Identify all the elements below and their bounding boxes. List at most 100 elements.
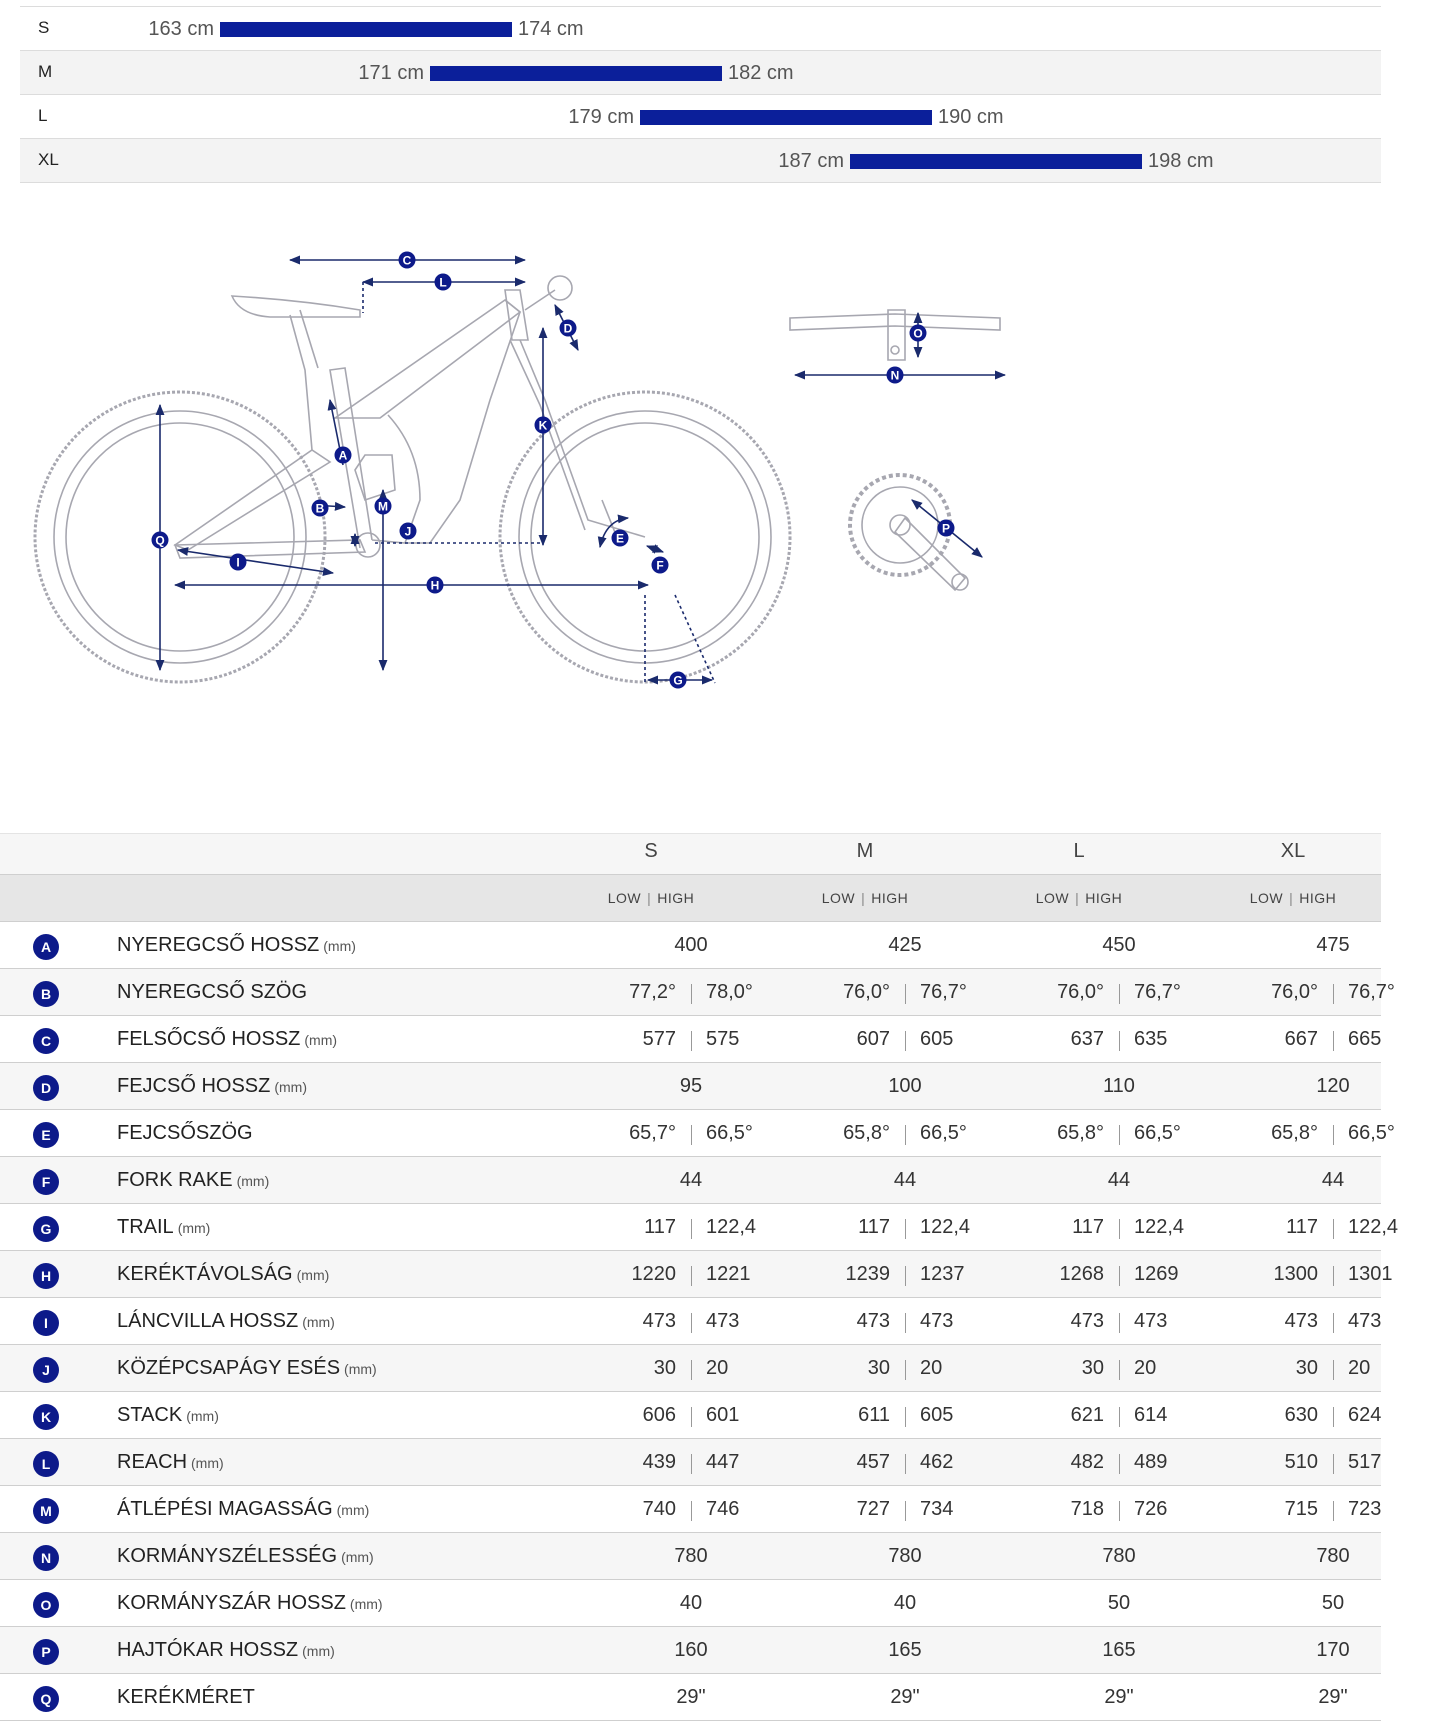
value-high: 665 xyxy=(1348,1028,1382,1050)
size-column-header: L xyxy=(1073,840,1085,862)
value-high: 66,5° xyxy=(1134,1122,1181,1144)
height-range-bar xyxy=(640,110,932,125)
low-high-header: LOW|HIGH xyxy=(551,890,751,906)
value: 120 xyxy=(1316,1075,1350,1097)
geometry-name: NYEREGCSŐ HOSSZ(mm) xyxy=(117,934,356,957)
geometry-name-text: HAJTÓKAR HOSSZ xyxy=(117,1639,299,1661)
size-label: L xyxy=(38,106,48,125)
value-high: 20 xyxy=(920,1357,943,1379)
geometry-cell-s: 77,2°78,0° xyxy=(591,981,791,1005)
handlebar-illustration xyxy=(789,309,1001,361)
value-high: 473 xyxy=(1134,1310,1168,1332)
value-low: 607 xyxy=(856,1028,890,1050)
value-low: 621 xyxy=(1070,1404,1104,1426)
range-max: 182 cm xyxy=(728,62,794,84)
value: 780 xyxy=(1102,1545,1136,1567)
value-high: 734 xyxy=(920,1498,954,1520)
diagram-badge-a: A xyxy=(334,446,352,464)
geometry-unit: (mm) xyxy=(274,1079,308,1095)
value: 425 xyxy=(888,934,922,956)
geometry-name: FEJCSŐSZÖG xyxy=(117,1122,253,1145)
row-badge-k: K xyxy=(33,1404,59,1430)
geometry-cell-m: 425 xyxy=(805,934,1005,958)
diagram-badge-h: H xyxy=(426,576,444,594)
value: 44 xyxy=(1321,1169,1345,1191)
value-divider xyxy=(1333,1219,1334,1239)
geometry-cell-m: 44 xyxy=(805,1169,1005,1193)
geometry-cell-s: 400 xyxy=(591,934,791,958)
low-label: LOW xyxy=(821,890,856,906)
low-label: LOW xyxy=(1035,890,1070,906)
value-high: 473 xyxy=(706,1310,740,1332)
value: 29" xyxy=(1104,1686,1134,1708)
svg-text:E: E xyxy=(616,532,624,546)
geometry-cell-xl: 780 xyxy=(1233,1545,1433,1569)
value-divider xyxy=(1333,1266,1334,1286)
value-divider xyxy=(905,1031,906,1051)
value-high: 122,4 xyxy=(706,1216,757,1238)
geometry-name: HAJTÓKAR HOSSZ(mm) xyxy=(117,1639,335,1662)
value: 100 xyxy=(888,1075,922,1097)
row-badge-p: P xyxy=(33,1639,59,1665)
row-badge-f: F xyxy=(33,1169,59,1195)
svg-text:B: B xyxy=(316,502,325,516)
geometry-cell-m: 76,0°76,7° xyxy=(805,981,1005,1005)
low-label: LOW xyxy=(1249,890,1284,906)
geometry-name-text: FORK RAKE xyxy=(117,1169,233,1191)
value-low: 117 xyxy=(1072,1216,1104,1238)
value-divider xyxy=(691,1125,692,1145)
geometry-name: KERÉKMÉRET xyxy=(117,1686,255,1709)
value: 44 xyxy=(1107,1169,1131,1191)
diagram-badge-n: N xyxy=(886,366,904,384)
diagram-badge-d: D xyxy=(559,319,577,337)
separator: | xyxy=(1289,890,1294,906)
value-high: 624 xyxy=(1348,1404,1382,1426)
value-high: 1221 xyxy=(706,1263,751,1285)
value-high: 517 xyxy=(1348,1451,1382,1473)
value-high: 20 xyxy=(1134,1357,1157,1379)
value-high: 20 xyxy=(1348,1357,1371,1379)
value: 29" xyxy=(676,1686,706,1708)
geometry-name-text: FELSŐCSŐ HOSSZ xyxy=(117,1028,301,1050)
value-divider xyxy=(1333,1407,1334,1427)
value: 40 xyxy=(893,1592,917,1614)
value-high: 66,5° xyxy=(1348,1122,1395,1144)
value-divider xyxy=(905,1454,906,1474)
geometry-unit: (mm) xyxy=(304,1032,338,1048)
value-low: 439 xyxy=(642,1451,676,1473)
geometry-cell-s: 160 xyxy=(591,1639,791,1663)
value-low: 611 xyxy=(858,1404,890,1426)
high-label: HIGH xyxy=(1085,890,1123,906)
geometry-name-text: KÖZÉPCSAPÁGY ESÉS xyxy=(117,1357,341,1379)
value-high: 122,4 xyxy=(1348,1216,1399,1238)
value-divider xyxy=(905,1360,906,1380)
value-divider xyxy=(691,1407,692,1427)
value: 110 xyxy=(1103,1075,1135,1097)
geometry-unit: (mm) xyxy=(296,1267,330,1283)
value-divider xyxy=(905,984,906,1004)
geometry-unit: (mm) xyxy=(302,1643,335,1659)
value-low: 1220 xyxy=(631,1263,677,1285)
value-low: 117 xyxy=(1286,1216,1318,1238)
range-min: 171 cm xyxy=(358,62,424,84)
geometry-unit: (mm) xyxy=(323,938,356,954)
value-divider xyxy=(1119,1360,1120,1380)
separator: | xyxy=(647,890,652,906)
range-max: 190 cm xyxy=(938,106,1004,128)
value-low: 637 xyxy=(1070,1028,1104,1050)
value-high: 601 xyxy=(706,1404,740,1426)
geometry-unit: (mm) xyxy=(302,1314,335,1330)
svg-text:O: O xyxy=(913,327,922,341)
